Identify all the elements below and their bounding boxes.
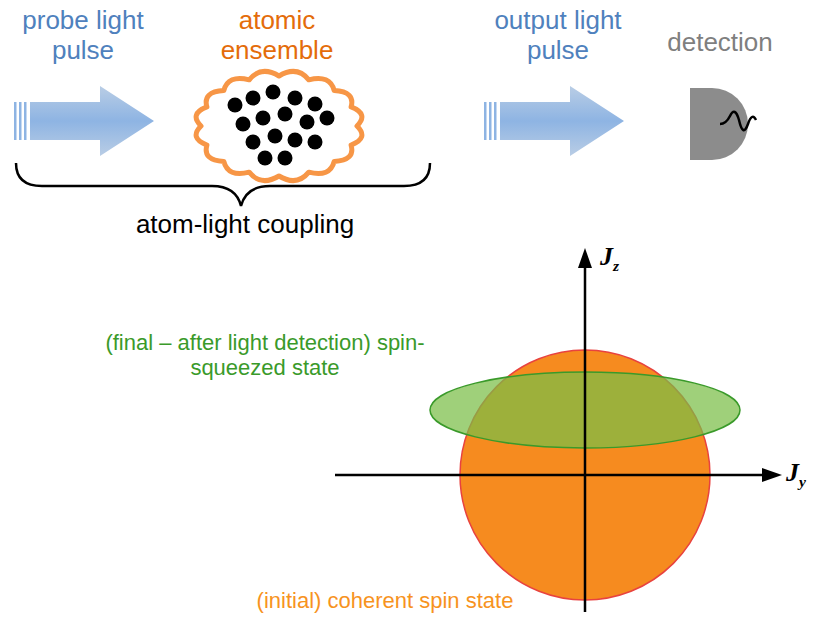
node-label: probe light pulse [3,6,163,66]
atom-dot [288,91,303,106]
coupling-label: atom-light coupling [95,210,395,240]
atom-dot [288,133,303,148]
atom-dot [258,151,273,166]
atom-dot [278,151,293,166]
squeezed-state-ellipse: (final – after light detection) spin-squ… [90,330,750,460]
signal-wave [720,112,756,130]
atom-dot [256,111,271,126]
pulse-stripe [494,102,497,140]
pulse-stripe [19,102,22,140]
atom-dot [308,97,323,112]
pulse-stripe [489,102,492,140]
output-pulse-arrow: output light pulse [478,0,643,160]
axis-arrowhead [578,248,592,268]
atom-dot [246,135,261,150]
pulse-arrow [30,86,154,156]
node-label: atomic ensemble [202,6,352,66]
pulse-stripe [24,102,27,140]
jy-axis [335,474,766,477]
probe-pulse-arrow: probe light pulse [8,0,173,160]
node-label: detection [650,28,790,58]
detector: detection [660,20,820,165]
atom-dot [300,115,315,130]
pulse-stripe [484,102,487,140]
atomic-ensemble-cloud: atomic ensemble [195,0,365,182]
pulse-arrow [500,86,624,156]
cloud-outline [196,71,362,180]
pulse-stripe [14,102,17,140]
atom-dot [236,117,251,132]
brace [16,163,430,206]
axis-arrowhead [762,468,782,482]
atom-dot [278,107,293,122]
axis-label: Jy [786,458,826,491]
axis-label: Jz [600,242,660,275]
atom-dot [266,85,281,100]
jz-axis [584,262,587,612]
atom-dot [308,135,323,150]
node-label: (initial) coherent spin state [215,588,555,613]
atom-dot [320,111,335,126]
node-label: output light pulse [473,6,643,66]
atom-dot [246,91,261,106]
atom-dot [228,98,243,113]
atom-dot [268,129,283,144]
node-label: (final – after light detection) spin-squ… [95,330,435,381]
